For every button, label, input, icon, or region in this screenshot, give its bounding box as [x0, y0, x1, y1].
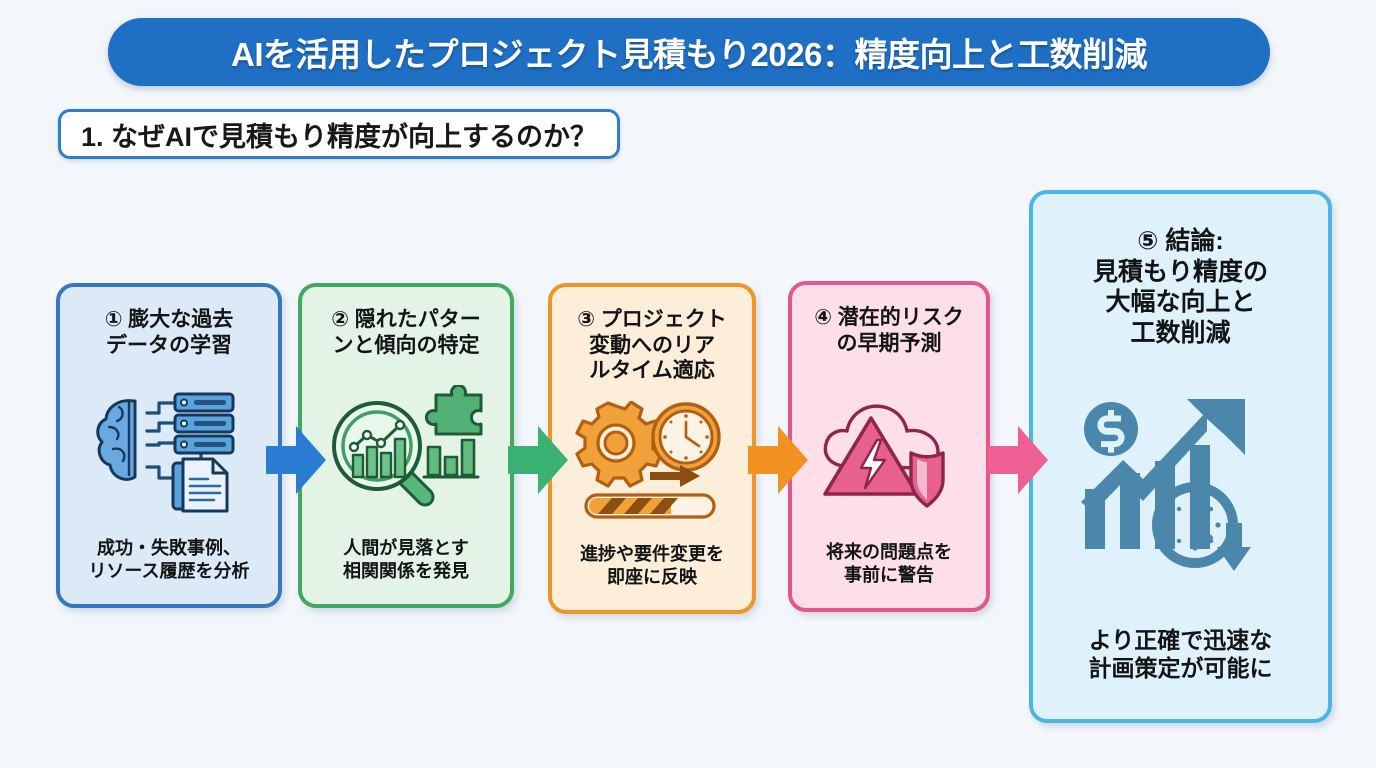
- step-card-3: ③ プロジェクト 変動へのリア ルタイム適応: [548, 283, 756, 614]
- step-card-4: ④ 潜在的リスク の早期予測 将来の問題点を 事前に警告: [788, 281, 990, 612]
- dollar-growth-clock-icon: [1033, 348, 1328, 626]
- section-heading-box: 1. なぜAIで見積もり精度が向上するのか？: [58, 109, 621, 159]
- step-card-2-caption: 人間が見落とす 相関関係を発見: [343, 538, 469, 581]
- arrow-step2-to-step3: [508, 420, 570, 505]
- arrow-step3-to-step4: [748, 420, 810, 505]
- step-card-1: ① 膨大な過去 データの学習: [56, 283, 282, 608]
- step-card-1-heading: ① 膨大な過去 データの学習: [104, 308, 234, 357]
- arrow-step1-to-step2: [266, 420, 328, 505]
- step-card-3-heading: ③ プロジェクト 変動へのリア ルタイム適応: [577, 308, 727, 383]
- step-card-4-heading: ④ 潜在的リスク の早期予測: [814, 306, 964, 355]
- brain-servers-document-icon: [60, 358, 278, 537]
- gear-clock-progress-icon: [552, 384, 752, 543]
- step-card-2: ② 隠れたパター ンと傾向の特定: [298, 283, 514, 608]
- step-card-2-heading: ② 隠れたパター ンと傾向の特定: [331, 308, 481, 357]
- step-card-5-conclusion: ⑤ 結論: 見積もり精度の 大幅な向上と 工数削減: [1029, 190, 1332, 723]
- magnifier-chart-puzzle-icon: [302, 358, 510, 537]
- main-title-banner: AIを活用したプロジェクト見積もり2026：精度向上と工数削減: [108, 18, 1270, 86]
- cloud-warning-shield-icon: [792, 356, 986, 541]
- step-card-4-caption: 将来の問題点を 事前に警告: [826, 542, 952, 585]
- page-title: AIを活用したプロジェクト見積もり2026：精度向上と工数削減: [231, 36, 1147, 73]
- arrow-step4-to-step5: [988, 420, 1050, 505]
- step-card-5-heading: ⑤ 結論: 見積もり精度の 大幅な向上と 工数削減: [1092, 227, 1268, 347]
- step-card-5-caption: より正確で迅速な 計画策定が可能に: [1088, 626, 1273, 682]
- section-heading-text: 1. なぜAIで見積もり精度が向上するのか？: [81, 121, 598, 152]
- step-card-3-caption: 進捗や要件変更を 即座に反映: [580, 544, 724, 587]
- step-card-1-caption: 成功・失敗事例、 リソース履歴を分析: [88, 538, 250, 581]
